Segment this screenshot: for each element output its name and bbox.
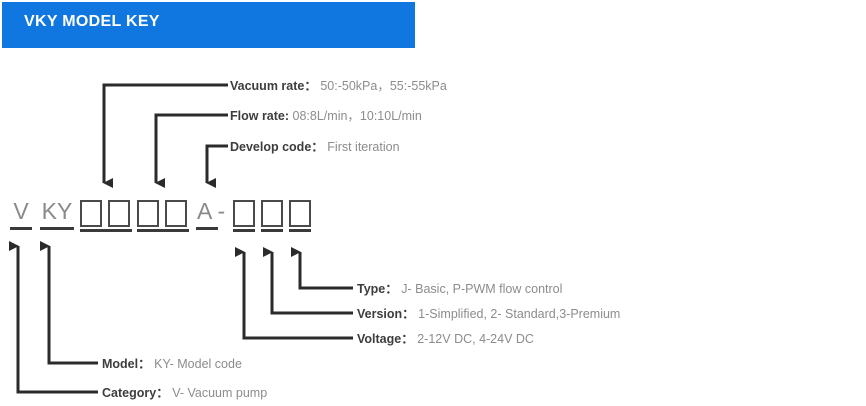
code-box bbox=[165, 200, 187, 227]
code-box bbox=[261, 200, 283, 227]
annotation-value: J- Basic, P-PWM flow control bbox=[401, 282, 563, 296]
annotation-separator: ： bbox=[304, 79, 317, 93]
code-box bbox=[233, 200, 255, 227]
annotation-separator: : bbox=[284, 109, 290, 123]
annotation-separator: ： bbox=[311, 140, 324, 154]
code-underline bbox=[261, 229, 283, 232]
code-underline bbox=[10, 227, 32, 230]
annotation-model: Model： KY- Model code bbox=[102, 357, 242, 371]
annotation-value: 50:-50kPa，55:-55kPa bbox=[320, 79, 447, 93]
annotation-label: Vacuum rate bbox=[230, 79, 305, 93]
code-token-version bbox=[261, 200, 283, 232]
code-underline bbox=[137, 229, 189, 232]
code-underline bbox=[196, 227, 218, 230]
code-token-vacuum-rate bbox=[80, 200, 132, 232]
annotation-label: Develop code bbox=[230, 140, 312, 154]
code-token-develop-code: A - bbox=[196, 196, 230, 230]
code-token-type bbox=[289, 200, 311, 232]
annotation-label: Flow rate bbox=[230, 109, 285, 123]
code-token-model: KY bbox=[40, 196, 74, 230]
annotation-type: Type： J- Basic, P-PWM flow control bbox=[357, 282, 562, 296]
annotation-separator: ： bbox=[138, 357, 151, 371]
code-token-flow-rate bbox=[137, 200, 189, 232]
annotation-separator: ： bbox=[156, 386, 169, 400]
annotation-separator: ： bbox=[385, 282, 398, 296]
annotation-value: 1-Simplified, 2- Standard,3-Premium bbox=[418, 307, 621, 321]
code-token-category: V bbox=[10, 196, 32, 230]
annotation-label: Voltage bbox=[357, 332, 402, 346]
annotation-voltage: Voltage： 2-12V DC, 4-24V DC bbox=[357, 332, 534, 346]
code-underline bbox=[80, 229, 132, 232]
annotation-flow-rate: Flow rate: 08:8L/min，10:10L/min bbox=[230, 109, 422, 123]
annotation-vacuum-rate: Vacuum rate： 50:-50kPa，55:-55kPa bbox=[230, 79, 447, 93]
code-box bbox=[137, 200, 159, 227]
annotation-label: Model bbox=[102, 357, 139, 371]
code-box bbox=[80, 200, 102, 227]
code-token-voltage bbox=[233, 200, 255, 232]
annotation-separator: ： bbox=[402, 307, 415, 321]
annotation-value: 08:8L/min，10:10L/min bbox=[292, 109, 422, 123]
annotation-separator: ： bbox=[401, 332, 414, 346]
annotation-version: Version： 1-Simplified, 2- Standard,3-Pre… bbox=[357, 307, 620, 321]
annotation-develop-code: Develop code： First iteration bbox=[230, 140, 400, 154]
code-underline bbox=[289, 229, 311, 232]
annotation-value: KY- Model code bbox=[154, 357, 242, 371]
annotation-value: 2-12V DC, 4-24V DC bbox=[417, 332, 534, 346]
page-title: VKY MODEL KEY bbox=[24, 13, 160, 30]
annotation-category: Category： V- Vacuum pump bbox=[102, 386, 267, 400]
code-box bbox=[108, 200, 130, 227]
code-box bbox=[289, 200, 311, 227]
annotation-label: Category bbox=[102, 386, 157, 400]
annotation-label: Version bbox=[357, 307, 403, 321]
header-bar bbox=[2, 2, 415, 48]
annotation-value: V- Vacuum pump bbox=[172, 386, 268, 400]
code-underline bbox=[233, 229, 255, 232]
annotation-label: Type bbox=[357, 282, 386, 296]
code-underline bbox=[40, 227, 74, 230]
annotation-value: First iteration bbox=[327, 140, 400, 154]
